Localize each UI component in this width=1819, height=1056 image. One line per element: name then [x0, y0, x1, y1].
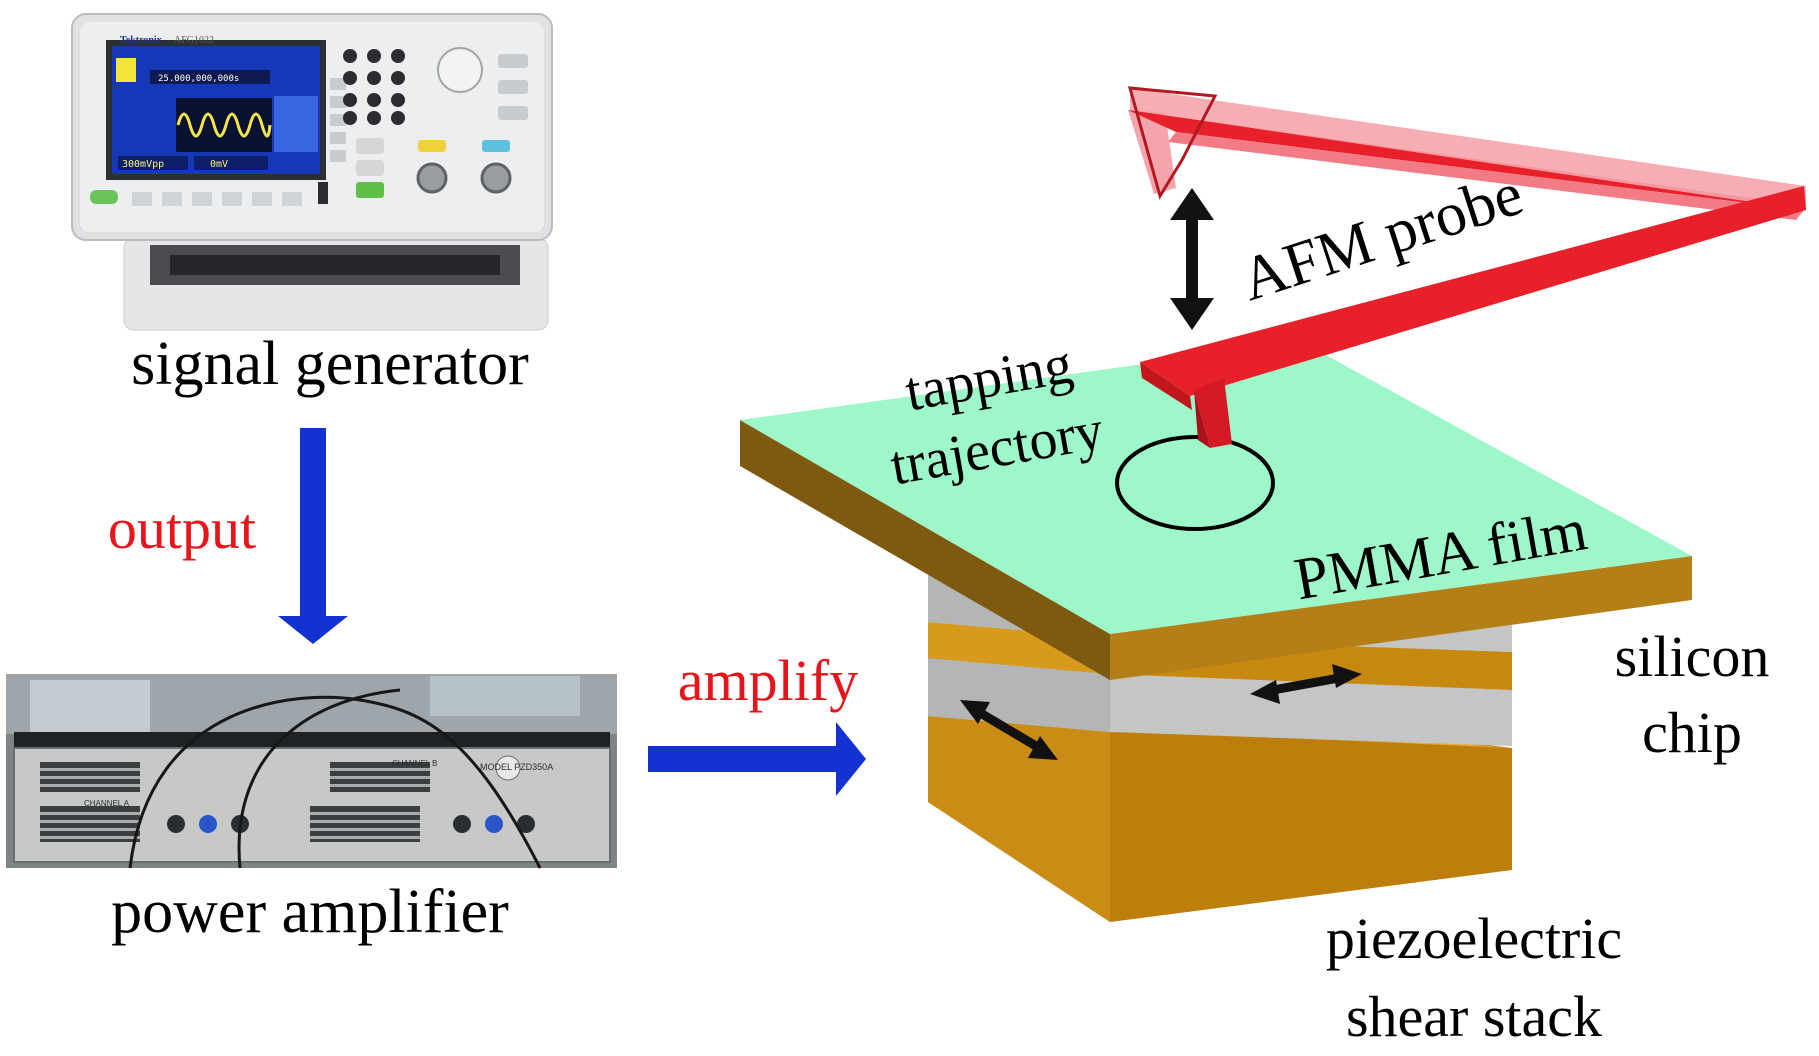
device-amplitude: 300mVpp [122, 159, 164, 170]
silicon-chip [740, 420, 1692, 680]
pmma-film [740, 342, 1692, 634]
piezoelectric-label: piezoelectric [1326, 906, 1622, 971]
probe-vertical-motion-arrow [1170, 188, 1214, 330]
amplifier-model: MODEL PZD350A [480, 762, 553, 772]
shear-stack-label: shear stack [1346, 984, 1602, 1049]
amplify-arrow [648, 722, 866, 796]
shear-arrow-back [1250, 664, 1362, 704]
device-model: AFG1022 [174, 35, 214, 46]
tapping-trajectory-circle [1115, 435, 1275, 531]
device-frequency: 25.000,000,000s [158, 74, 239, 84]
shear-arrow-front [960, 700, 1058, 760]
output-label: output [108, 496, 256, 561]
silicon-label: silicon [1615, 624, 1770, 689]
device-brand: Tektronix [120, 35, 162, 46]
amplify-label: amplify [678, 648, 858, 713]
amplifier-channel-a: CHANNEL A [84, 799, 130, 808]
signal-generator-device: Tektronix AFG1022 25.000,000,000s 300mVp… [71, 13, 553, 331]
afm-probe [1127, 86, 1806, 448]
chip-label: chip [1642, 700, 1742, 765]
power-amplifier-label: power amplifier [111, 878, 509, 946]
output-arrow [278, 428, 348, 644]
signal-generator-label: signal generator [131, 330, 529, 398]
device-offset: 0mV [210, 159, 228, 170]
power-amplifier-device: MODEL PZD350A CHANNEL A CHANNEL B [6, 674, 617, 869]
amplifier-channel-b: CHANNEL B [392, 759, 438, 768]
